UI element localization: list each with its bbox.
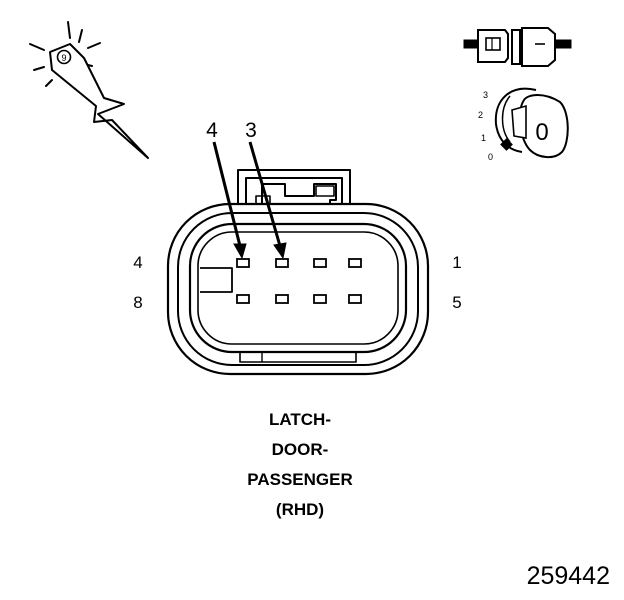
key-scale-3: 3 [483,90,488,100]
callout-label-4: 4 [206,119,218,142]
row-label-top-right: 1 [452,253,461,272]
row-label-bottom-right: 5 [452,293,461,312]
cavity-3 [275,258,289,268]
caption-line-1: LATCH- [269,410,331,429]
figure-number: 259442 [526,562,610,590]
cavity-6 [313,294,327,304]
cavity-1 [348,258,362,268]
connector-housing [166,169,430,376]
key-scale-1: 1 [481,133,486,143]
callout-label-3: 3 [245,119,257,142]
cavity-5 [348,294,362,304]
key-scale-2: 2 [478,110,483,120]
cavity-2 [313,258,327,268]
row-label-bottom-left: 8 [133,293,142,312]
row-label-top-left: 4 [133,253,142,272]
connector-plug-icon [463,27,572,67]
caption-line-3: PASSENGER [247,470,353,489]
caption-line-2: DOOR- [271,440,329,459]
callout-arrows [212,141,287,260]
key-position-label: 0 [535,119,548,146]
key-scale-0: 0 [488,152,493,162]
caption-line-4: (RHD) [275,500,325,519]
cavity-8 [236,294,250,304]
svg-text:9: 9 [61,53,66,63]
cavity-4 [236,258,250,268]
ignition-key-icon: 3 2 1 0 0 [478,87,569,162]
cavity-7 [275,294,289,304]
test-probe-icon: 9 [29,21,149,159]
terminal-cavities [236,258,362,304]
